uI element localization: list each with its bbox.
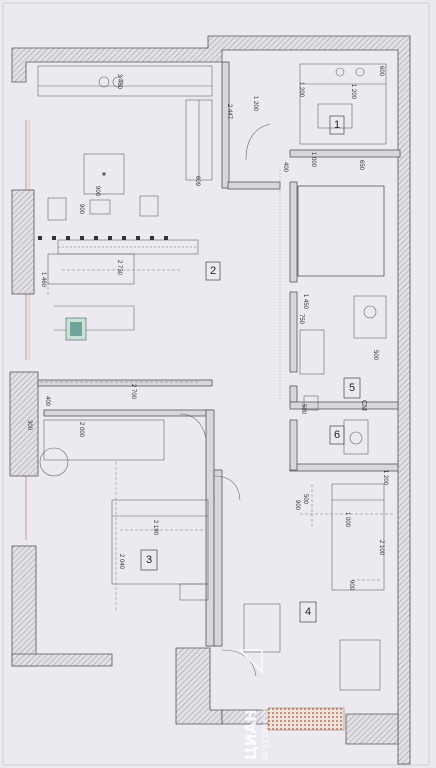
svg-text:500: 500 bbox=[300, 404, 306, 415]
entrance-mat bbox=[267, 707, 345, 731]
room-3-furniture bbox=[39, 413, 209, 601]
svg-text:2 040: 2 040 bbox=[118, 554, 124, 570]
watermark: ЦИАН ID 11350438 bbox=[242, 708, 270, 760]
svg-text:900: 900 bbox=[348, 580, 354, 591]
svg-text:1 200: 1 200 bbox=[298, 82, 304, 98]
room-number-5: 5 bbox=[343, 377, 361, 399]
svg-text:1 000: 1 000 bbox=[344, 512, 350, 528]
svg-text:300: 300 bbox=[26, 420, 32, 431]
svg-text:2: 2 bbox=[210, 265, 216, 277]
svg-text:1 200: 1 200 bbox=[350, 84, 356, 100]
room-4-furniture bbox=[213, 475, 385, 691]
svg-text:3 460: 3 460 bbox=[116, 74, 122, 90]
kitchen-furniture bbox=[37, 65, 213, 331]
svg-text:4: 4 bbox=[305, 606, 311, 618]
svg-text:900: 900 bbox=[78, 204, 84, 215]
svg-text:500: 500 bbox=[372, 350, 378, 361]
watermark-logo-icon bbox=[238, 649, 263, 674]
svg-text:2 190: 2 190 bbox=[152, 520, 158, 536]
svg-text:1 200: 1 200 bbox=[252, 96, 258, 112]
room-number-2: 2 bbox=[205, 261, 221, 281]
kitchen-chair-row bbox=[38, 236, 168, 240]
svg-text:900: 900 bbox=[94, 186, 100, 197]
svg-text:600: 600 bbox=[378, 66, 384, 77]
room-number-3: 3 bbox=[140, 549, 158, 571]
svg-text:400: 400 bbox=[282, 162, 288, 173]
svg-text:609: 609 bbox=[194, 176, 200, 187]
svg-text:400: 400 bbox=[44, 396, 50, 407]
svg-text:ЦИАН: ЦИАН bbox=[242, 709, 260, 760]
dimension-guides bbox=[40, 262, 394, 610]
drawing-frame bbox=[2, 2, 430, 766]
room-number-1: 1 bbox=[329, 115, 345, 135]
svg-text:1 200: 1 200 bbox=[382, 470, 388, 486]
svg-text:2 700: 2 700 bbox=[130, 384, 136, 400]
svg-text:750: 750 bbox=[298, 314, 304, 325]
svg-text:2 000: 2 000 bbox=[78, 422, 84, 438]
kitchen-appliance-green bbox=[65, 317, 87, 341]
svg-text:1 450: 1 450 bbox=[302, 294, 308, 310]
room-number-6: 6 bbox=[329, 425, 345, 445]
svg-text:2 730: 2 730 bbox=[116, 260, 122, 276]
svg-text:5: 5 bbox=[349, 382, 355, 394]
svg-text:2 100: 2 100 bbox=[378, 540, 384, 556]
room-number-4: 4 bbox=[299, 601, 317, 623]
svg-text:6: 6 bbox=[334, 429, 340, 441]
svg-text:1: 1 bbox=[334, 119, 340, 131]
svg-text:2 447: 2 447 bbox=[226, 104, 232, 120]
exterior-walls bbox=[9, 35, 411, 765]
interior-walls bbox=[37, 61, 401, 647]
svg-text:1 460: 1 460 bbox=[40, 272, 46, 288]
svg-text:650: 650 bbox=[358, 160, 364, 171]
svg-text:500: 500 bbox=[302, 494, 308, 505]
svg-text:ID 11350438: ID 11350438 bbox=[261, 708, 270, 760]
svg-text:3: 3 bbox=[146, 554, 152, 566]
dimension-labels: 3 460 1 200 1 200 1 200 600 2 447 609 90… bbox=[26, 66, 388, 591]
svg-text:1 000: 1 000 bbox=[310, 152, 316, 168]
room-1-fixtures bbox=[245, 63, 387, 161]
svg-text:СМ: СМ bbox=[360, 400, 367, 411]
svg-text:900: 900 bbox=[294, 500, 300, 511]
